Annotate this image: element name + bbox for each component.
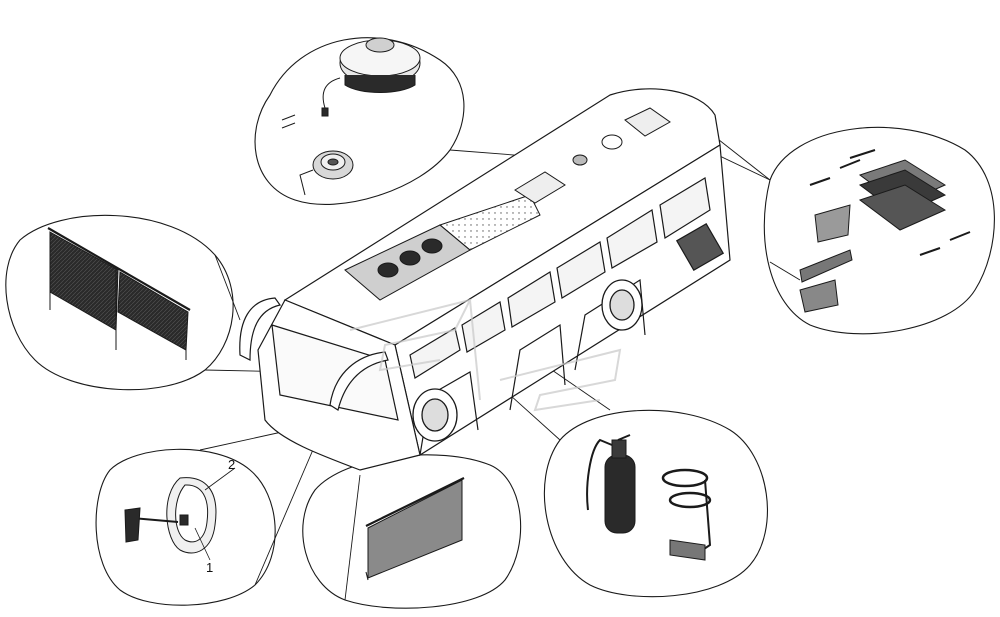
watermark — [349, 298, 622, 412]
bubble-extinguisher — [543, 409, 768, 598]
bubble-top-heater — [254, 37, 465, 205]
callout-number-1: 1 — [206, 560, 214, 575]
bus-illustration — [257, 88, 731, 471]
bubble-side-curtain — [302, 454, 522, 609]
extinguisher-bracket — [661, 468, 712, 561]
window-curtains — [47, 227, 191, 360]
roof-hatches — [514, 107, 671, 204]
blower-motor — [299, 150, 354, 196]
bubble-right-hatch — [763, 126, 995, 335]
bus-wheels — [412, 279, 643, 442]
roof-hatch-parts — [769, 149, 971, 313]
mirror-assembly — [124, 467, 236, 561]
callout-number-2: 2 — [228, 457, 236, 472]
heater-unit — [281, 37, 421, 196]
fire-extinguisher — [586, 434, 636, 534]
roof-ac-unit — [344, 194, 541, 301]
side-curtain — [365, 477, 465, 581]
